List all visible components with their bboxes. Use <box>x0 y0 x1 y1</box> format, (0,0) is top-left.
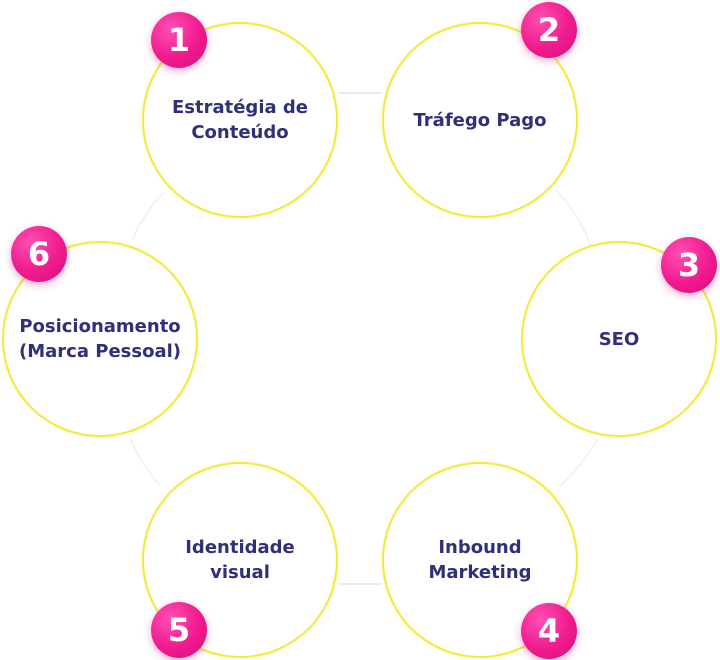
connector-6-1 <box>131 191 165 241</box>
step-3-badge: 3 <box>661 237 717 293</box>
connector-2-3 <box>555 189 591 246</box>
step-5-badge: 5 <box>151 602 207 658</box>
step-6-label: Posicionamento (Marca Pessoal) <box>19 316 181 362</box>
step-5-label: Identidade visual <box>185 537 295 583</box>
step-4-label: Inbound Marketing <box>428 537 532 583</box>
connector-3-4 <box>559 437 599 487</box>
step-3-label: SEO <box>598 328 640 350</box>
step-4-badge: 4 <box>521 603 577 659</box>
step-1-badge: 1 <box>151 12 207 68</box>
step-6-badge: 6 <box>11 226 67 282</box>
step-4-circle: Inbound Marketing <box>382 462 578 658</box>
step-2-label: Tráfego Pago <box>413 109 547 131</box>
step-1-label: Estratégia de Conteúdo <box>171 97 308 143</box>
connector-5-6 <box>129 437 161 487</box>
step-2-badge: 2 <box>521 2 577 58</box>
